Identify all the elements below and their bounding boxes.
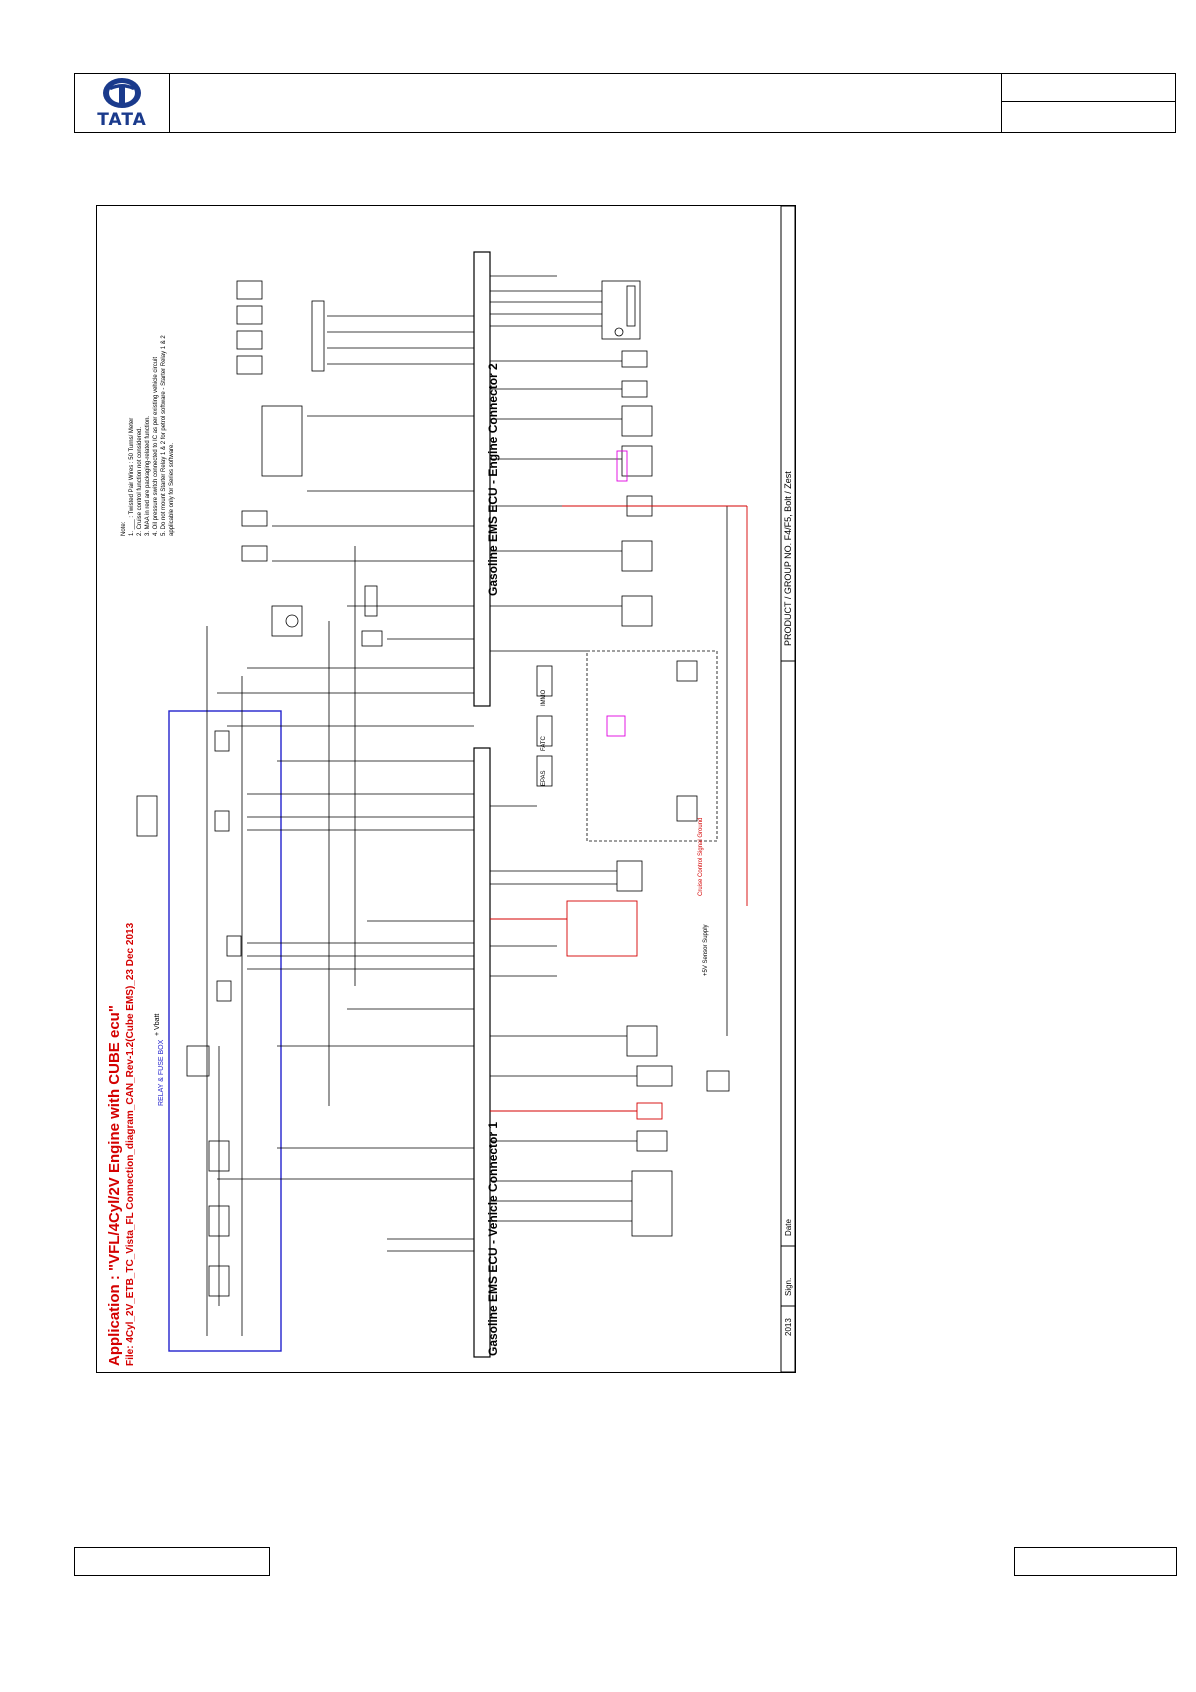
led-highlight — [606, 450, 628, 737]
header-right-cell — [1001, 74, 1175, 132]
vbatt-label: + Vbatt — [154, 1014, 161, 1036]
ecu-engine-connector — [473, 251, 491, 707]
wiring-diagram: PRODUCT / GROUP NO. F4/F5, Bolt / Zest S… — [96, 205, 796, 1373]
note-line-0: Note: — [121, 521, 127, 536]
note-line-4: 4. Oil pressure switch connected to IC a… — [153, 357, 159, 536]
relay-fuse-box — [168, 710, 282, 1352]
title-block-product: PRODUCT / GROUP NO. F4/F5, Bolt / Zest — [783, 471, 793, 646]
cruise-ground-label: Cruise Control Signal Ground — [698, 818, 704, 896]
note-line-2: 2. Cruise control function not considere… — [137, 427, 143, 536]
footer-left-cell — [74, 1547, 270, 1576]
sensor-components — [536, 280, 730, 1237]
page-header: TATA — [74, 73, 1176, 133]
note-line-3: 3. MAA in red are packaging-related func… — [145, 416, 151, 536]
diagram-file-line: File: 4Cyl_2V_ETB_TC_Vista_FL Connection… — [125, 922, 136, 1366]
ecu-vehicle-connector — [473, 747, 491, 1358]
title-block — [780, 205, 796, 1373]
red-wires — [490, 505, 748, 1120]
notes-block: Note: 1. ___ : Twisted Pair Wires : 50 T… — [121, 335, 175, 536]
sensor-wires — [490, 275, 728, 1222]
relay-box-label: RELAY & FUSE BOX — [158, 1039, 165, 1106]
header-divider — [1002, 101, 1175, 102]
ecu-vehicle-label: Gasoline EMS ECU - Vehicle Connector 1 — [486, 1122, 500, 1356]
immo-label: IMMO — [541, 689, 547, 706]
logo-cell: TATA — [75, 74, 170, 132]
fatc-label: FATC — [541, 735, 547, 751]
logo-text: TATA — [97, 110, 147, 130]
diagram-title: Application : "VFL/4Cyl/2V Engine with C… — [106, 1005, 123, 1366]
sensor-supply-label: +5V Sensor Supply — [703, 924, 709, 976]
engine-wires — [206, 315, 474, 1336]
relays — [136, 730, 242, 1297]
note-line-6: applicable only for Series software. — [169, 443, 175, 536]
engine-components — [236, 280, 383, 647]
title-block-date: Date — [784, 1219, 793, 1236]
ecu-engine-label: Gasoline EMS ECU - Engine Connector 2 — [486, 363, 500, 596]
note-line-1: 1. ___ : Twisted Pair Wires : 50 Turns/ … — [129, 418, 135, 536]
tata-logo-icon — [103, 78, 141, 108]
title-block-year: 2013 — [784, 1318, 793, 1336]
footer-right-cell — [1014, 1547, 1177, 1576]
note-line-5: 5. Do not mount Starter Relay 1 & 2 for … — [161, 335, 167, 536]
epas-label: EPAS — [541, 770, 547, 786]
title-block-sign: Sign. — [784, 1278, 793, 1296]
wiring-diagram-svg: PRODUCT / GROUP NO. F4/F5, Bolt / Zest S… — [106, 205, 796, 1373]
